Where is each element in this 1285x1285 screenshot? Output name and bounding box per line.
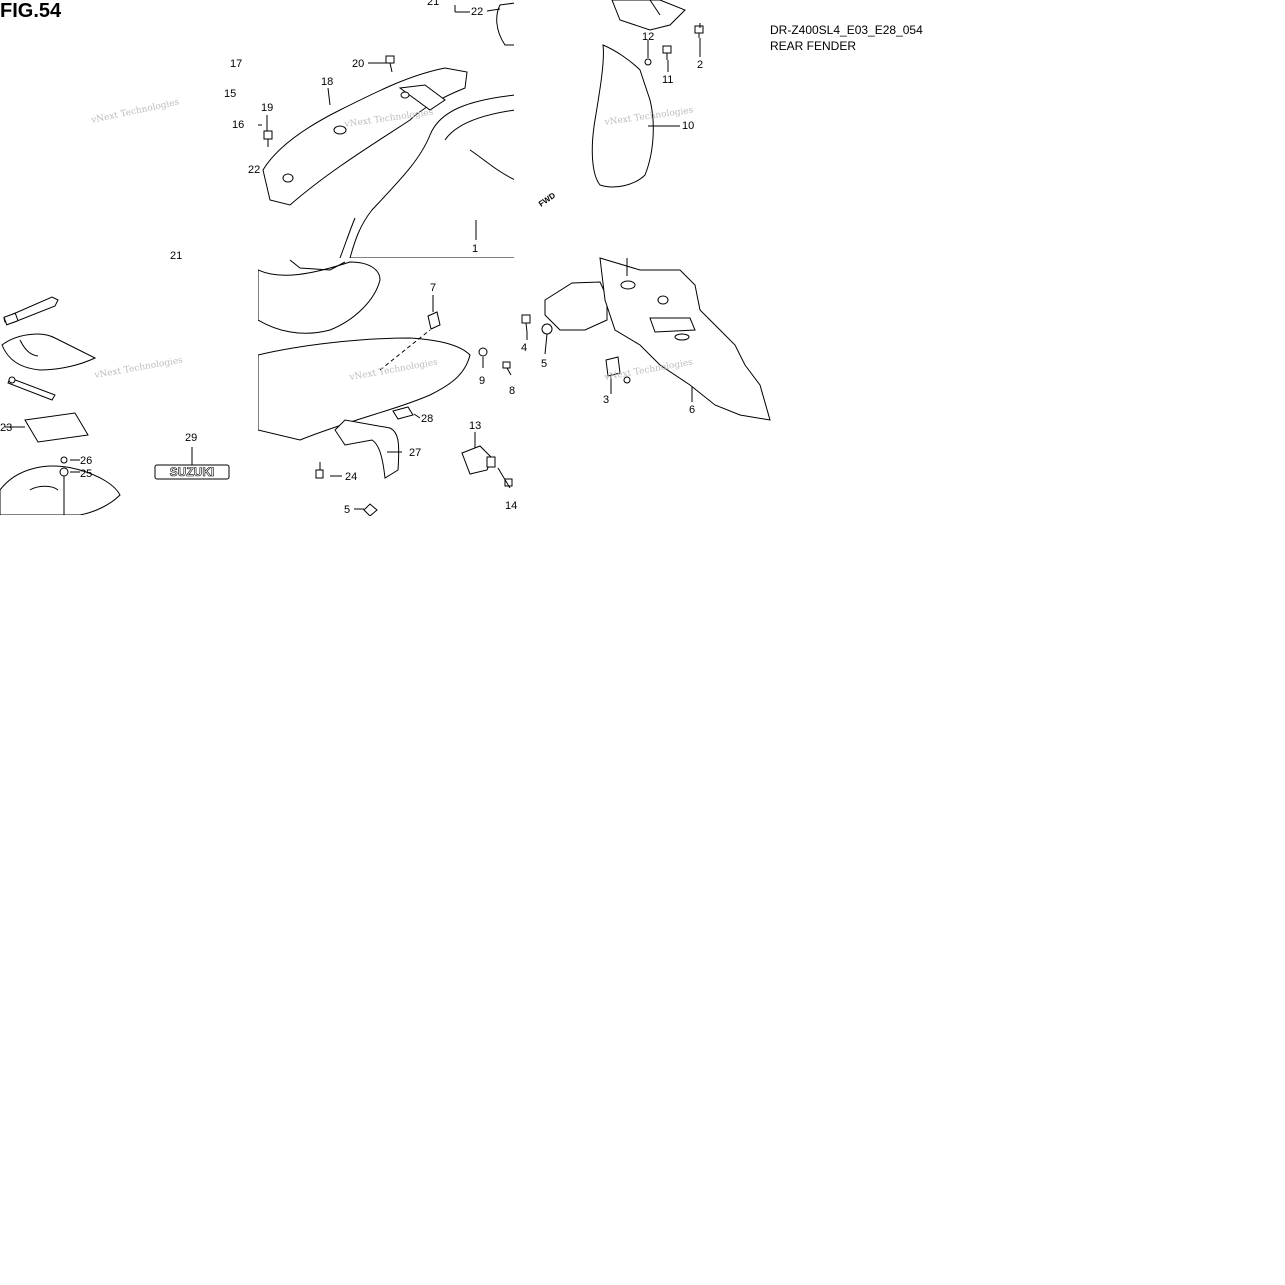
watermark-text: vNext Technologies [90, 97, 181, 126]
badge-text: SUZUKI [170, 465, 215, 479]
figure-title: FIG.54 [0, 0, 62, 22]
bolt-3-icon [623, 376, 631, 384]
callout-labels: FWD SUZUKI 1 2 3 4 5 5 6 7 8 9 10 11 12 … [0, 0, 703, 516]
suzuki-badge [154, 447, 230, 480]
callout-11: 11 [662, 74, 673, 86]
tool-kit-parts [0, 296, 230, 515]
callout-4: 4 [521, 342, 527, 354]
callout-14: 14 [505, 500, 517, 512]
callout-13: 13 [469, 420, 481, 432]
callout-5: 5 [541, 358, 547, 370]
callout-21-b: 21 [427, 0, 439, 8]
callout-27: 27 [409, 447, 421, 459]
callout-26: 26 [80, 455, 92, 467]
callout-22: 22 [471, 6, 483, 18]
bolt-11-icon [662, 45, 672, 60]
callout-25: 25 [80, 468, 92, 480]
callout-20: 20 [352, 58, 364, 70]
callout-29: 29 [185, 432, 197, 444]
bolt-4-icon [521, 314, 531, 333]
bolt-24-icon [315, 462, 324, 479]
callout-6: 6 [689, 404, 695, 416]
relay-13-icon [461, 445, 496, 475]
callout-28: 28 [421, 413, 433, 425]
fwd-label: FWD [537, 191, 557, 209]
diagram-name: REAR FENDER [770, 39, 857, 53]
fender-underside [258, 259, 513, 516]
figure-caption: DR-Z400SL4_E03_E28_054 REAR FENDER [770, 22, 923, 54]
callout-9: 9 [479, 375, 485, 387]
bolt-20-icon [385, 55, 395, 73]
callout-18: 18 [321, 76, 333, 88]
diagram-code: DR-Z400SL4_E03_E28_054 [770, 23, 923, 37]
rear-fender-main [258, 2, 514, 258]
callout-5-b: 5 [344, 504, 350, 516]
callout-22-b: 22 [248, 164, 260, 176]
callout-1: 1 [472, 243, 478, 255]
callout-3: 3 [603, 394, 609, 406]
callout-10: 10 [682, 120, 694, 132]
bolt-8-icon [502, 361, 512, 376]
callout-23: 23 [0, 422, 12, 434]
bolt-2-icon [694, 25, 704, 38]
callout-7: 7 [430, 282, 436, 294]
mud-flap-assembly [591, 0, 704, 188]
callout-19: 19 [261, 102, 273, 114]
callout-12: 12 [642, 31, 654, 43]
callout-15: 15 [224, 88, 236, 100]
callout-21: 21 [170, 250, 182, 262]
stud-16-icon [263, 130, 273, 147]
callout-8: 8 [509, 385, 515, 397]
rear-fender-bracket [521, 257, 771, 421]
watermark-text: vNext Technologies [93, 356, 184, 382]
callout-16: 16 [232, 119, 244, 131]
callout-2: 2 [697, 59, 703, 71]
callout-17: 17 [230, 58, 242, 70]
callout-24: 24 [345, 471, 357, 483]
